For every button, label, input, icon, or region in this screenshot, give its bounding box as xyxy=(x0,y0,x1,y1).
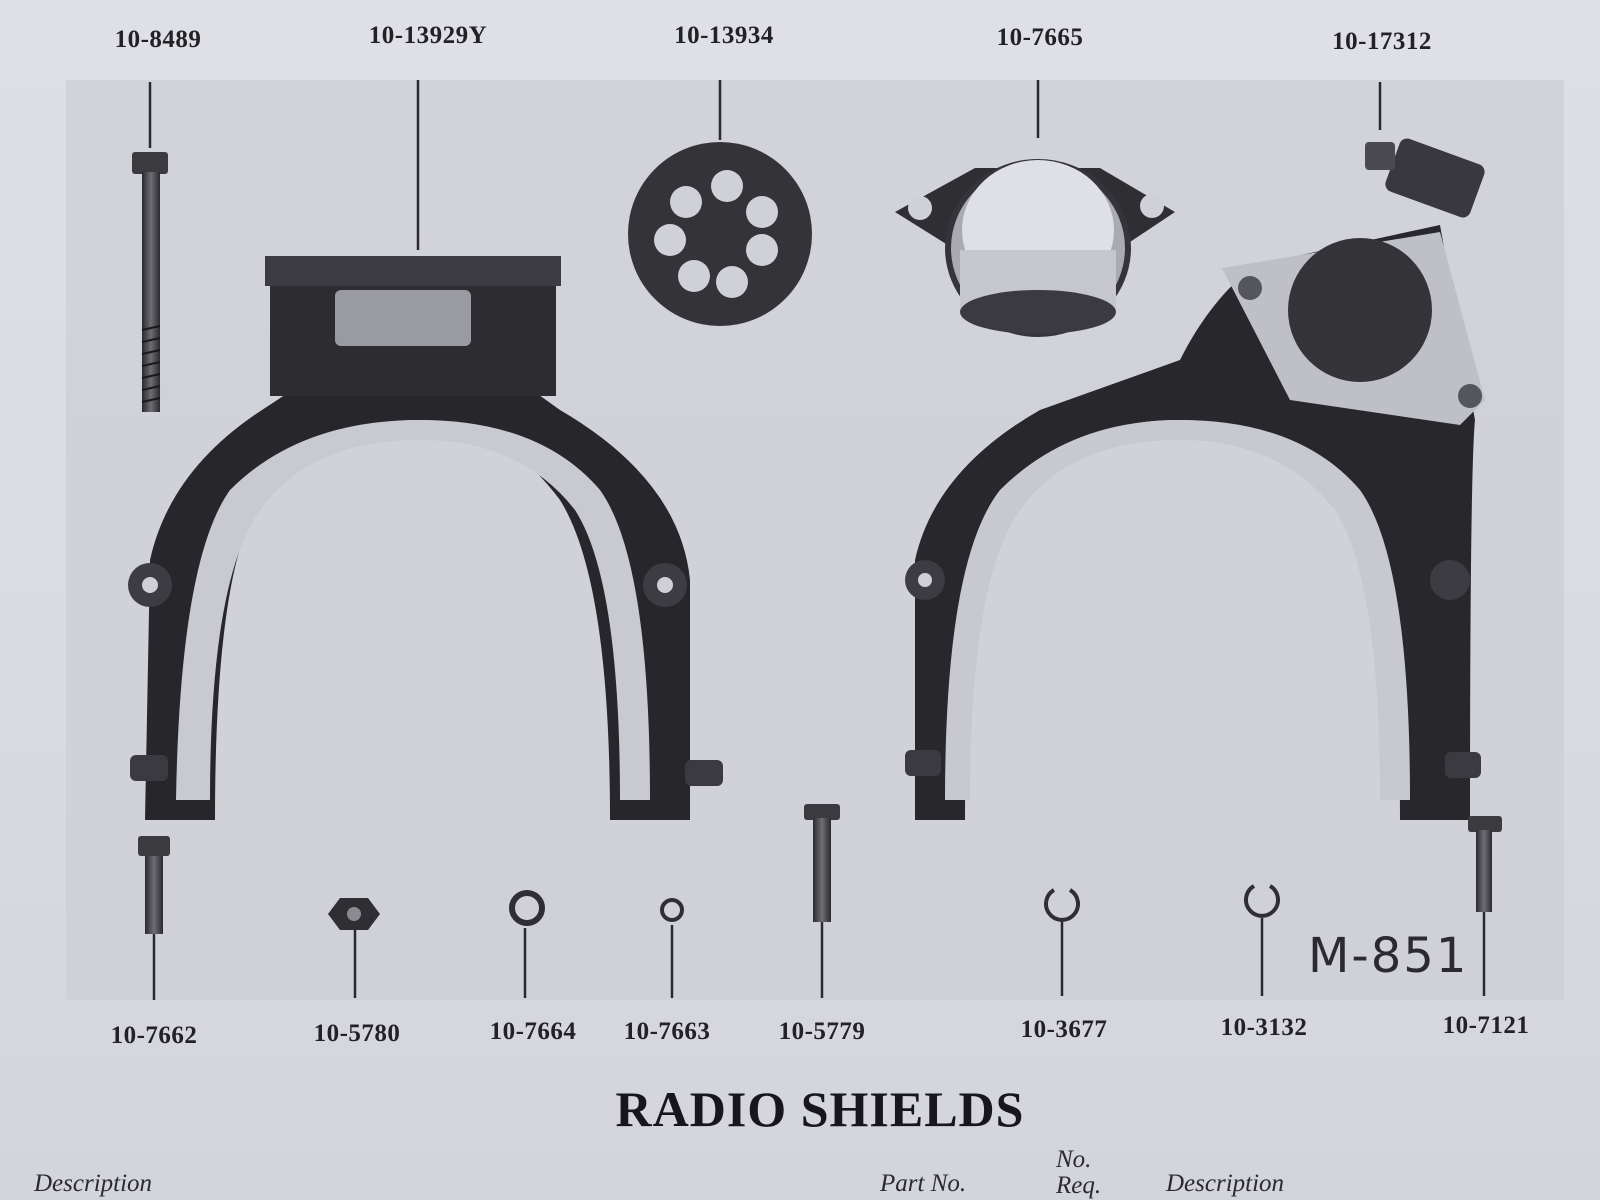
left-radio-shield-part xyxy=(128,256,723,820)
header-no-req-line1: No. xyxy=(1056,1146,1092,1173)
callout-bottom-4: 10-7663 xyxy=(623,1018,711,1045)
callout-bottom-8: 10-7121 xyxy=(1442,1012,1530,1039)
right-radio-shield-part xyxy=(905,138,1485,820)
callout-bottom-5: 10-5779 xyxy=(778,1018,866,1045)
header-part-no: Part No. xyxy=(880,1170,967,1197)
split-ring-part xyxy=(1044,888,1080,922)
long-screw-part xyxy=(132,152,168,412)
top-leader-lines xyxy=(148,80,1382,250)
callout-top-4: 10-7665 xyxy=(996,24,1084,51)
callout-top-3: 10-13934 xyxy=(674,22,774,49)
washer-part xyxy=(509,890,545,926)
callout-bottom-1: 10-7662 xyxy=(110,1022,198,1049)
callout-bottom-2: 10-5780 xyxy=(313,1020,401,1047)
small-washer-part xyxy=(660,898,684,922)
lock-ring-part xyxy=(1244,884,1280,918)
header-description-left: Description xyxy=(34,1170,153,1197)
callout-bottom-3: 10-7664 xyxy=(489,1018,577,1045)
callout-top-5: 10-17312 xyxy=(1332,28,1432,55)
header-no-req-line2: Req. xyxy=(1056,1172,1102,1199)
triangular-flange-part xyxy=(895,159,1175,337)
header-description-right: Description xyxy=(1166,1170,1285,1197)
perforated-disc-part xyxy=(628,142,812,326)
page-title: RADIO SHIELDS xyxy=(615,1081,1025,1137)
callout-bottom-6: 10-3677 xyxy=(1020,1016,1108,1043)
bottom-leader-lines xyxy=(152,910,1486,1000)
callout-top-2: 10-13929Y xyxy=(368,22,488,49)
short-bolt-part xyxy=(138,836,170,934)
callout-bottom-7: 10-3132 xyxy=(1220,1014,1308,1041)
screw-part xyxy=(804,804,840,922)
figure-code: M-851 xyxy=(1308,928,1469,984)
slotted-screw-part xyxy=(1468,816,1502,912)
callout-top-1: 10-8489 xyxy=(114,26,202,53)
